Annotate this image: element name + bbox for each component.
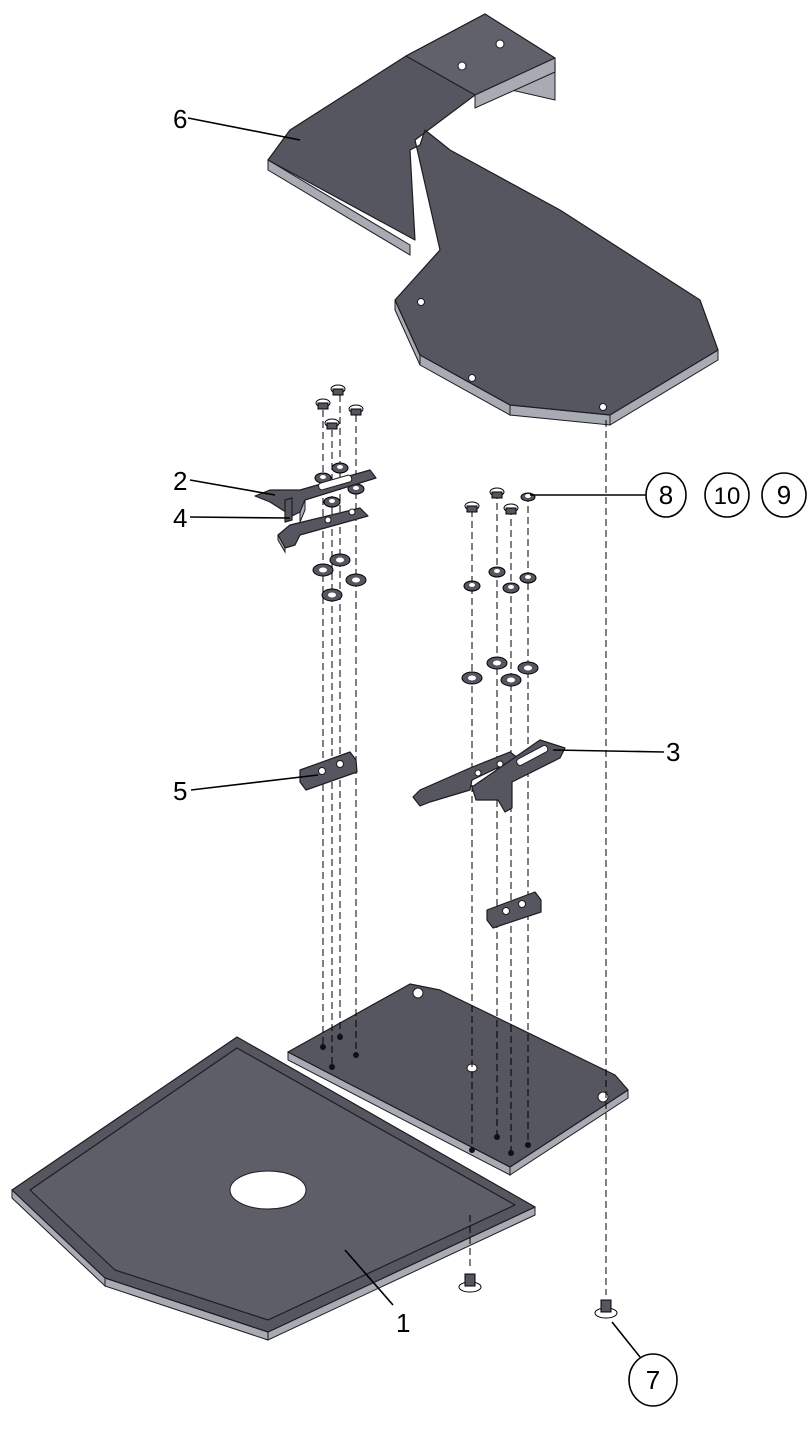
callout-3: 3 xyxy=(666,737,680,767)
lower-right-clamp xyxy=(486,891,542,929)
callout-labels: 6 2 4 5 3 1 8 10 9 7 xyxy=(173,104,807,1407)
callout-balloon-10: 10 xyxy=(704,472,750,518)
callout-balloon-7: 7 xyxy=(628,1353,678,1407)
part-4-bracket xyxy=(277,507,369,554)
callout-2: 2 xyxy=(173,466,187,496)
bolt-heads xyxy=(464,487,536,515)
callout-6: 6 xyxy=(173,104,187,134)
callout-8: 8 xyxy=(659,480,673,510)
nuts xyxy=(314,462,365,508)
leader-lines xyxy=(187,117,665,1358)
assembly-axis-lines xyxy=(322,395,607,1295)
part-5-clamp xyxy=(299,751,358,791)
callout-10: 10 xyxy=(714,483,741,510)
callout-balloon-9: 9 xyxy=(761,472,807,518)
part-7-screws xyxy=(458,1273,618,1319)
callout-4: 4 xyxy=(173,503,187,533)
fastener-stack-left xyxy=(312,384,367,602)
part-1-base-plate xyxy=(11,1036,536,1341)
base-mount-plate xyxy=(287,983,629,1176)
callout-5: 5 xyxy=(173,776,187,806)
nuts xyxy=(463,566,537,594)
washers xyxy=(461,656,539,687)
callout-9: 9 xyxy=(777,480,791,510)
part-6-upper-plate xyxy=(267,13,719,426)
part-3-bracket xyxy=(412,739,566,813)
callout-1: 1 xyxy=(396,1308,410,1338)
fastener-stack-right xyxy=(461,487,539,687)
callout-7: 7 xyxy=(646,1365,660,1395)
screw xyxy=(458,1273,482,1293)
callout-balloon-8: 8 xyxy=(645,472,687,518)
washers xyxy=(312,553,367,602)
bolt-heads xyxy=(315,384,364,430)
part-2-bracket xyxy=(254,469,377,523)
screw xyxy=(594,1299,618,1319)
